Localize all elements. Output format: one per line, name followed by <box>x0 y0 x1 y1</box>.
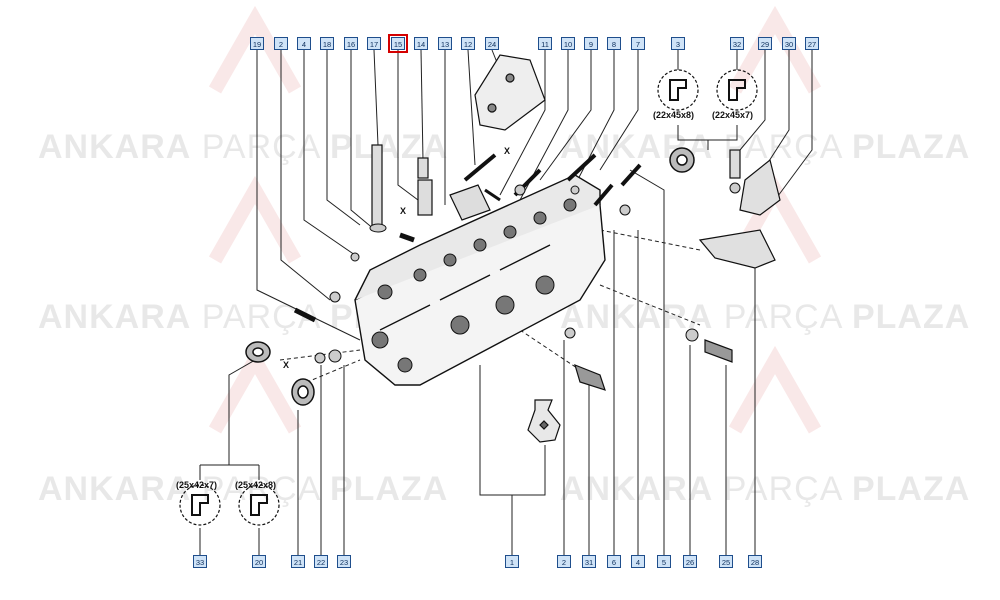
callout-top[interactable]: 3 <box>671 37 685 50</box>
callout-top[interactable]: 17 <box>367 37 381 50</box>
logo-watermark <box>208 175 302 264</box>
callout-bottom[interactable]: 6 <box>607 555 621 568</box>
callout-bottom[interactable]: 25 <box>719 555 733 568</box>
callout-bottom[interactable]: 20 <box>252 555 266 568</box>
callout-top[interactable]: 27 <box>805 37 819 50</box>
callout-top[interactable]: 19 <box>250 37 264 50</box>
seal-size-label: (25x42x7) <box>176 480 218 490</box>
callout-top[interactable]: 11 <box>538 37 552 50</box>
seal-size-label: (22x45x7) <box>712 110 754 120</box>
seal-size-label: (25x42x8) <box>235 480 277 490</box>
callout-bottom[interactable]: 2 <box>557 555 571 568</box>
callout-bottom[interactable]: 23 <box>337 555 351 568</box>
logo-watermark <box>208 5 302 94</box>
callout-top[interactable]: 16 <box>344 37 358 50</box>
callout-top[interactable]: 7 <box>631 37 645 50</box>
callout-top[interactable]: 14 <box>414 37 428 50</box>
callout-bottom[interactable]: 21 <box>291 555 305 568</box>
callout-top[interactable]: 8 <box>607 37 621 50</box>
marker-x: X <box>283 360 290 370</box>
callout-bottom[interactable]: 31 <box>582 555 596 568</box>
seal-size-label: (22x45x8) <box>653 110 695 120</box>
callout-top[interactable]: 9 <box>584 37 598 50</box>
callout-top[interactable]: 10 <box>561 37 575 50</box>
callout-bottom[interactable]: 33 <box>193 555 207 568</box>
callout-bottom[interactable]: 4 <box>631 555 645 568</box>
callout-top[interactable]: 30 <box>782 37 796 50</box>
callout-top[interactable]: 32 <box>730 37 744 50</box>
callout-bottom[interactable]: 26 <box>683 555 697 568</box>
callout-top[interactable]: 29 <box>758 37 772 50</box>
marker-x: X <box>504 146 511 156</box>
logo-watermark <box>728 5 822 94</box>
callout-bottom[interactable]: 22 <box>314 555 328 568</box>
callout-top[interactable]: 13 <box>438 37 452 50</box>
callout-bottom[interactable]: 5 <box>657 555 671 568</box>
callout-top-highlighted[interactable]: 15 <box>388 34 408 53</box>
callout-bottom[interactable]: 1 <box>505 555 519 568</box>
callout-top[interactable]: 24 <box>485 37 499 50</box>
callout-bottom[interactable]: 28 <box>748 555 762 568</box>
logo-watermark <box>728 345 822 434</box>
callout-top[interactable]: 4 <box>297 37 311 50</box>
callout-top[interactable]: 18 <box>320 37 334 50</box>
callout-top[interactable]: 12 <box>461 37 475 50</box>
marker-x: X <box>400 206 407 216</box>
callout-top[interactable]: 2 <box>274 37 288 50</box>
